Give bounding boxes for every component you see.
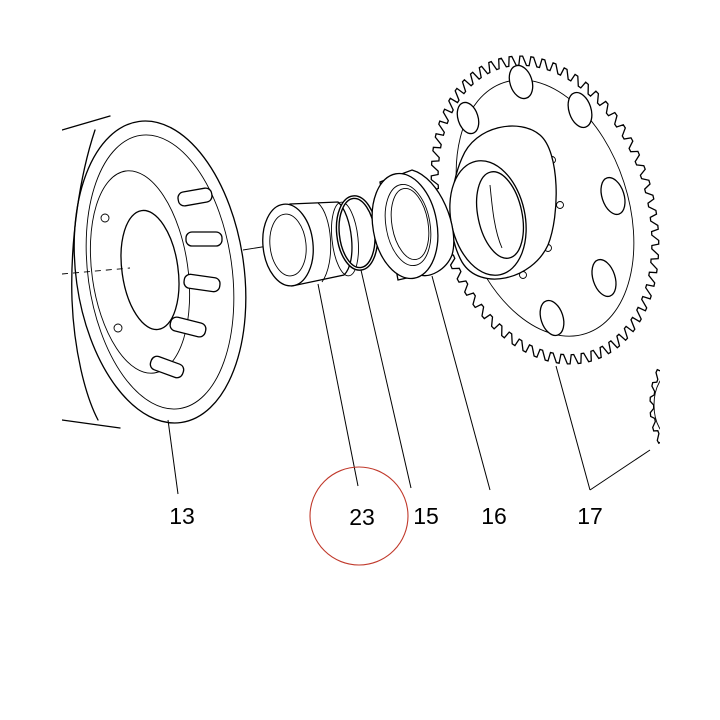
leader-23 [317,283,359,487]
highlight-circle [309,466,409,566]
callout-labels: 13 23 15 16 17 [169,503,603,530]
callout-15: 15 [413,503,439,529]
part-17-sprocket [430,55,660,445]
leader-16 [431,275,491,491]
part-13-clutch-drum [62,115,247,429]
leader-17b [589,449,651,491]
leader-lines [167,269,651,495]
callout-16: 16 [481,503,507,529]
part-23-bushing [262,201,359,287]
callout-13: 13 [169,503,195,529]
callout-17: 17 [577,503,603,529]
leader-17a [555,365,591,491]
leader-13 [167,419,179,495]
callout-23: 23 [349,504,375,530]
leader-15 [360,269,412,489]
part-16-bearing-ring [371,169,455,281]
